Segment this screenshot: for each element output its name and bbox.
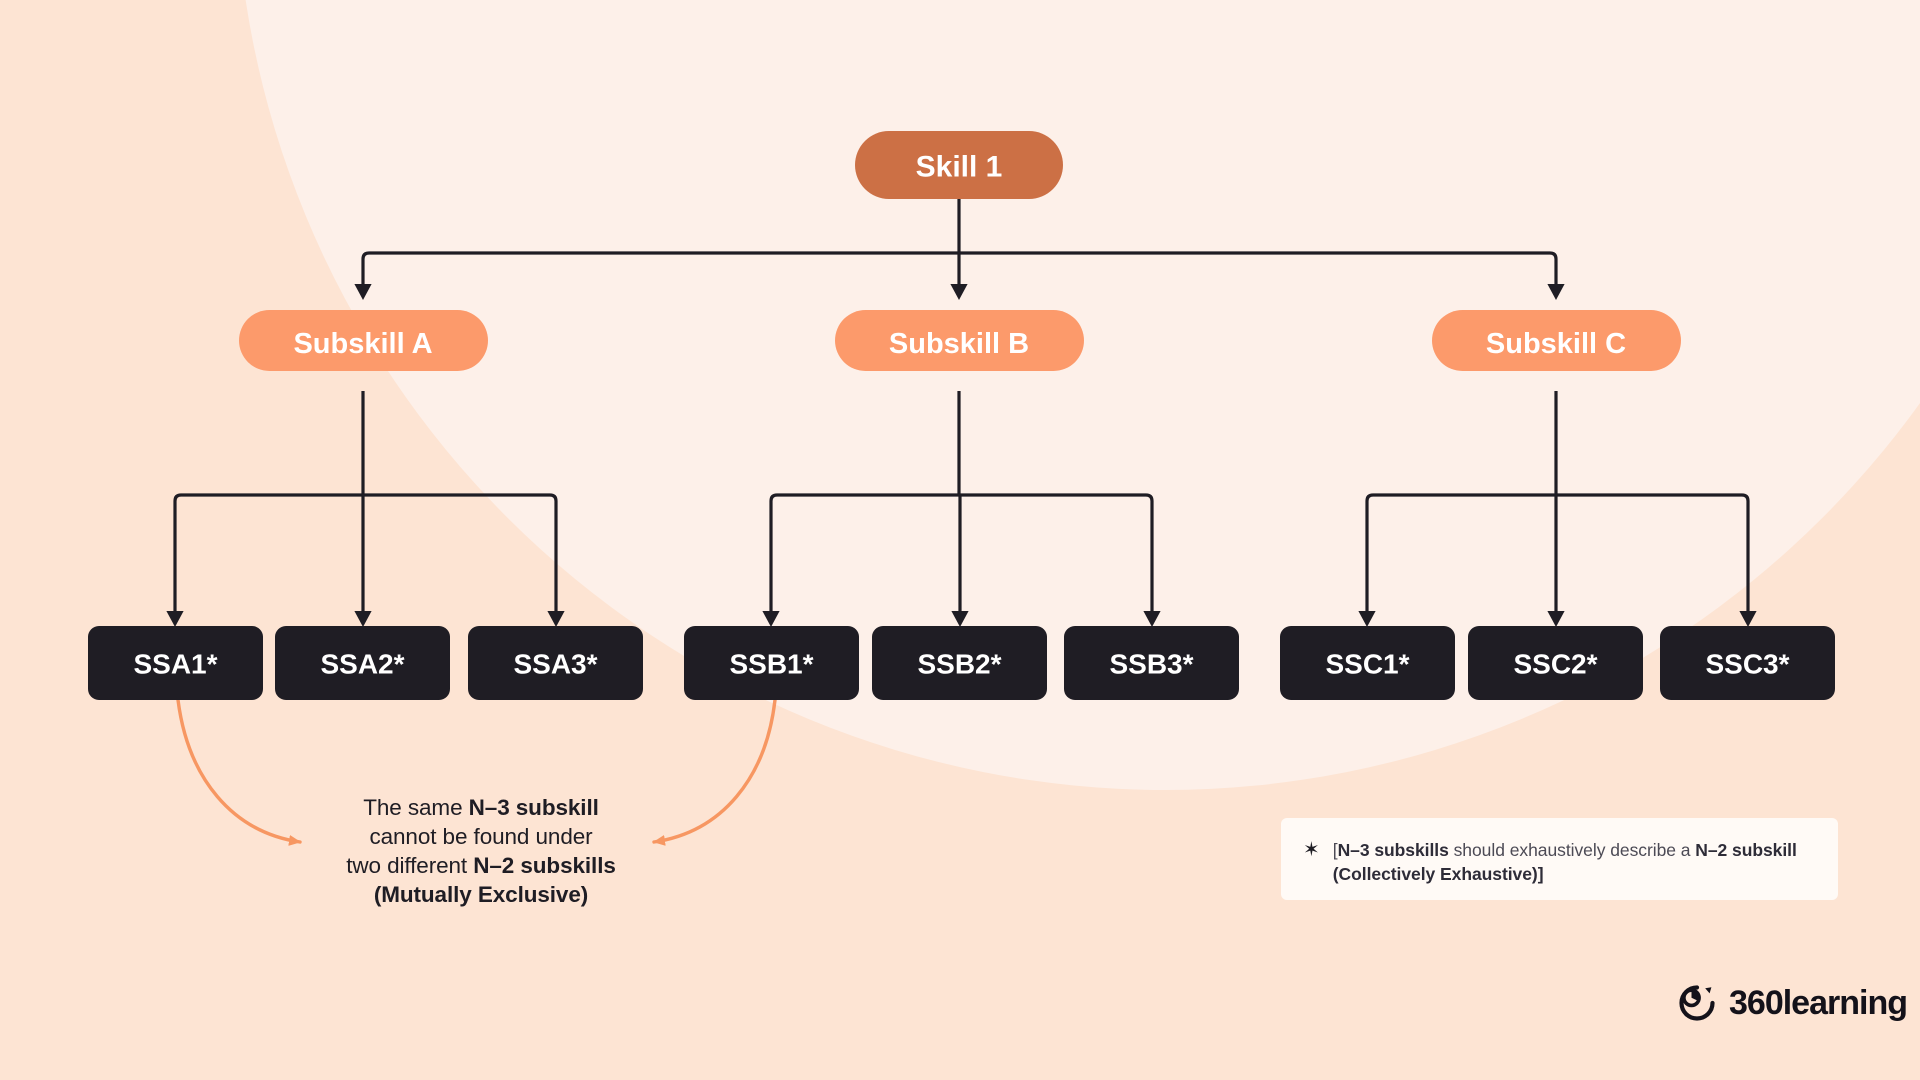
node-ssa2[interactable]: SSA2* xyxy=(275,626,450,700)
node-subskill-b-label: Subskill B xyxy=(889,328,1029,360)
node-subskill-a[interactable]: Subskill A xyxy=(239,310,488,371)
callout-line-2: cannot be found under xyxy=(369,824,593,849)
node-ssb1[interactable]: SSB1* xyxy=(684,626,859,700)
node-ssa1-shape xyxy=(88,626,263,700)
legend-panel: ✶ [N–3 subskills should exhaustively des… xyxy=(1281,818,1838,900)
brand-wordmark: 360learning xyxy=(1729,983,1908,1022)
callout-line-4: (Mutually Exclusive) xyxy=(326,880,636,909)
node-ssa2-shape xyxy=(275,626,450,700)
connector-subskill-a-to-leaves xyxy=(173,391,558,612)
callout-line-1: The same N–3 subskill xyxy=(326,793,636,822)
callout-line3-plain: two different xyxy=(346,853,474,878)
node-ssb3-label: SSB3* xyxy=(1109,649,1193,680)
node-ssc2-shape xyxy=(1468,626,1643,700)
node-subskill-a-label: Subskill A xyxy=(293,328,432,360)
legend-part-1: [ xyxy=(1332,840,1338,860)
node-skill-1-label: Skill 1 xyxy=(916,151,1003,184)
mutually-exclusive-callout: The same N–3 subskill cannot be found un… xyxy=(326,793,636,909)
node-ssc1[interactable]: SSC1* xyxy=(1280,626,1455,700)
node-ssa1-label: SSA1* xyxy=(133,649,217,680)
node-ssa1[interactable]: SSA1* xyxy=(88,626,263,700)
callout-line-3: two different N–2 subskills xyxy=(326,851,636,880)
node-ssc3-label: SSC3* xyxy=(1705,649,1789,680)
arrowheads-subskill-b-leaves xyxy=(762,611,1161,627)
node-ssb2-shape xyxy=(872,626,1047,700)
node-ssc1-label: SSC1* xyxy=(1325,649,1409,680)
node-ssb1-shape xyxy=(684,626,859,700)
arrowheads-subskill-c-leaves xyxy=(1358,611,1757,627)
callout-line1-bold: N–3 subskill xyxy=(468,795,599,820)
callout-line1-plain: The same xyxy=(363,795,469,820)
legend-text: [N–3 subskills should exhaustively descr… xyxy=(1333,838,1797,886)
node-ssc2[interactable]: SSC2* xyxy=(1468,626,1643,700)
node-ssa3[interactable]: SSA3* xyxy=(468,626,643,700)
node-ssb2[interactable]: SSB2* xyxy=(872,626,1047,700)
node-skill-1-shape xyxy=(855,131,1063,199)
arrow-from-ssb1 xyxy=(652,698,777,846)
node-ssb2-label: SSB2* xyxy=(917,649,1001,680)
node-ssc3-shape xyxy=(1660,626,1835,700)
legend-part-4: N–2 subskill xyxy=(1695,840,1797,860)
node-subskill-c[interactable]: Subskill C xyxy=(1432,310,1681,371)
node-ssa3-shape xyxy=(468,626,643,700)
arrow-from-ssa1 xyxy=(176,698,302,846)
node-ssc3[interactable]: SSC3* xyxy=(1660,626,1835,700)
node-ssa2-label: SSA2* xyxy=(320,649,404,680)
asterisk-icon: ✶ xyxy=(1303,839,1320,861)
background-circle-shape xyxy=(245,0,1920,790)
node-subskill-b-shape xyxy=(835,310,1084,371)
legend-part-2: N–3 subskills xyxy=(1337,840,1449,860)
node-subskill-a-shape xyxy=(239,310,488,371)
node-ssb3[interactable]: SSB3* xyxy=(1064,626,1239,700)
legend-part-3: should exhaustively describe a xyxy=(1448,840,1696,860)
legend-part-5: (Collectively Exhaustive)] xyxy=(1332,864,1544,884)
connector-subskill-c-to-leaves xyxy=(1365,391,1750,612)
360learning-circle-logo-icon xyxy=(1679,985,1715,1021)
callout-line3-bold: N–2 subskills xyxy=(473,853,616,878)
node-subskill-c-shape xyxy=(1432,310,1681,371)
node-subskill-c-label: Subskill C xyxy=(1486,328,1626,360)
node-ssc2-label: SSC2* xyxy=(1513,649,1597,680)
connector-root-to-level2 xyxy=(361,199,1558,285)
node-skill-1[interactable]: Skill 1 xyxy=(855,131,1063,199)
node-ssa3-label: SSA3* xyxy=(513,649,597,680)
brand-logo: 360learning xyxy=(1676,982,1908,1024)
arrowheads-subskill-a-leaves xyxy=(166,611,565,627)
callout-line4-bold: (Mutually Exclusive) xyxy=(373,882,589,907)
connector-subskill-b-to-leaves xyxy=(769,391,1154,612)
node-subskill-b[interactable]: Subskill B xyxy=(835,310,1084,371)
node-ssb3-shape xyxy=(1064,626,1239,700)
node-ssb1-label: SSB1* xyxy=(729,649,813,680)
arrowheads-level2 xyxy=(354,284,1565,300)
node-ssc1-shape xyxy=(1280,626,1455,700)
mutual-exclusion-arrows xyxy=(176,698,777,846)
